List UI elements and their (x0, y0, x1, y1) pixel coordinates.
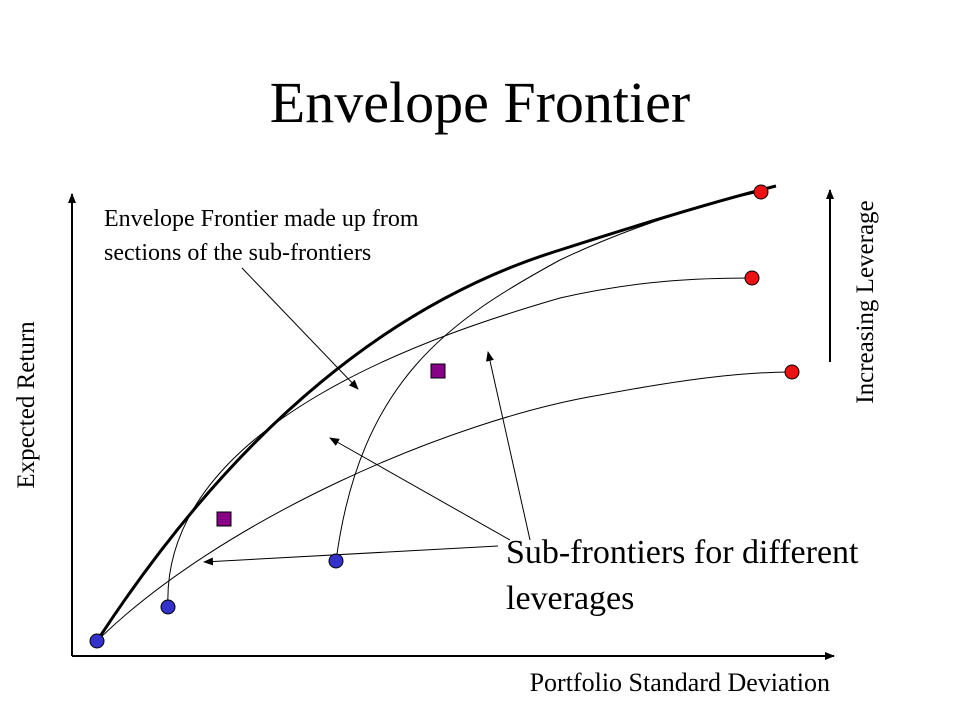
tangency-point-2 (430, 363, 446, 379)
max-return-point-3 (784, 364, 800, 380)
subfrontier-arrow-3 (203, 545, 499, 566)
subfrontier-arrow-2 (486, 351, 531, 541)
min-variance-point-2 (160, 599, 176, 615)
subfrontiers-label-line-1: Sub-frontiers for different (506, 534, 859, 571)
subfrontier-arrow-1 (329, 437, 511, 541)
y-axis-label: Expected Return (13, 321, 40, 489)
max-return-point-1 (753, 184, 769, 200)
slide-title: Envelope Frontier (269, 70, 691, 135)
envelope-annotation-line-1: Envelope Frontier made up from (104, 206, 419, 232)
min-variance-point-3 (328, 553, 344, 569)
x-axis-label: Portfolio Standard Deviation (529, 668, 830, 697)
sub-frontier-low-leverage (96, 371, 793, 642)
tangency-point-1 (216, 511, 232, 527)
subfrontiers-label: Sub-frontiers for different leverages (506, 530, 946, 622)
envelope-annotation-arrow (241, 267, 359, 390)
max-return-point-2 (744, 270, 760, 286)
envelope-annotation: Envelope Frontier made up from sections … (104, 202, 544, 270)
leverage-label: Increasing Leverage (852, 200, 879, 404)
sub-frontier-mid-leverage (167, 277, 753, 608)
envelope-annotation-line-2: sections of the sub-frontiers (104, 240, 372, 266)
subfrontiers-label-line-2: leverages (506, 580, 635, 617)
envelope-frontier-curve (95, 184, 777, 642)
min-variance-point-1 (89, 633, 105, 649)
